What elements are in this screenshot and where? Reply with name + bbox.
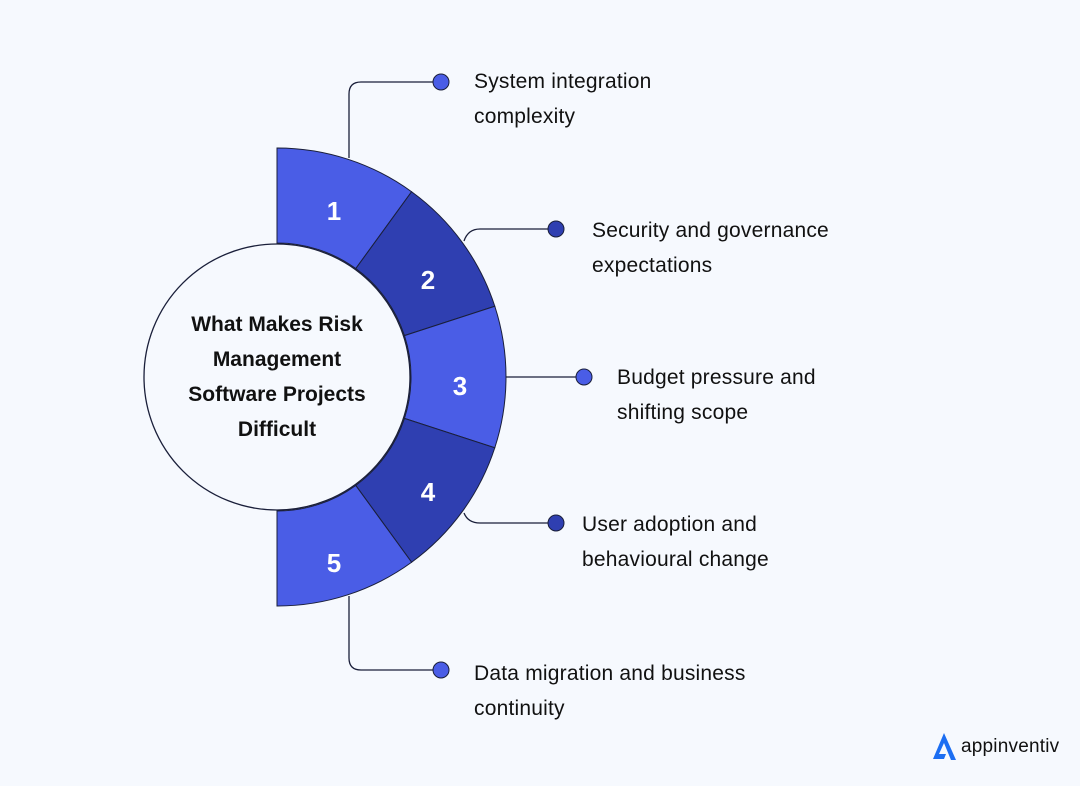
item-label-1: System integration complexity [474,64,652,134]
connector-4 [463,512,556,524]
connector-5 [348,596,441,671]
dot-2 [547,220,565,238]
item-2-line-1: Security and governance [592,219,829,242]
center-title-line-3: Software Projects [188,383,365,406]
center-title-line-1: What Makes Risk [191,313,363,336]
connector-1 [348,81,441,158]
item-3-line-1: Budget pressure and [617,366,816,389]
center-circle [143,243,411,511]
item-label-3: Budget pressure and shifting scope [617,360,816,430]
item-4-line-1: User adoption and [582,513,758,536]
appinventiv-logo: appinventiv [932,732,1059,762]
segment-number-4: 4 [421,477,436,507]
item-1-line-1: System integration [474,70,652,93]
dot-5 [432,661,450,679]
item-4-line-2: behavioural change [582,548,769,571]
segment-5 [276,484,413,607]
center-title-line-2: Management [213,348,341,371]
dot-1 [432,73,450,91]
item-label-5: Data migration and business continuity [474,656,746,726]
dot-3 [575,368,593,386]
item-5-line-2: continuity [474,697,565,720]
connector-2 [463,228,556,242]
item-1-line-2: complexity [474,105,576,128]
center-title-line-4: Difficult [238,418,316,441]
appinventiv-a-icon [933,733,956,760]
item-label-4: User adoption and behavioural change [582,507,769,577]
item-3-line-2: shifting scope [617,401,749,424]
item-5-line-1: Data migration and business [474,662,746,685]
segment-number-2: 2 [421,265,435,295]
item-2-line-2: expectations [592,254,713,277]
item-label-2: Security and governance expectations [592,213,829,283]
segment-number-1: 1 [327,196,341,226]
segment-number-5: 5 [327,548,341,578]
logo-text: appinventiv [961,736,1060,757]
segment-number-3: 3 [453,371,467,401]
dot-4 [547,514,565,532]
